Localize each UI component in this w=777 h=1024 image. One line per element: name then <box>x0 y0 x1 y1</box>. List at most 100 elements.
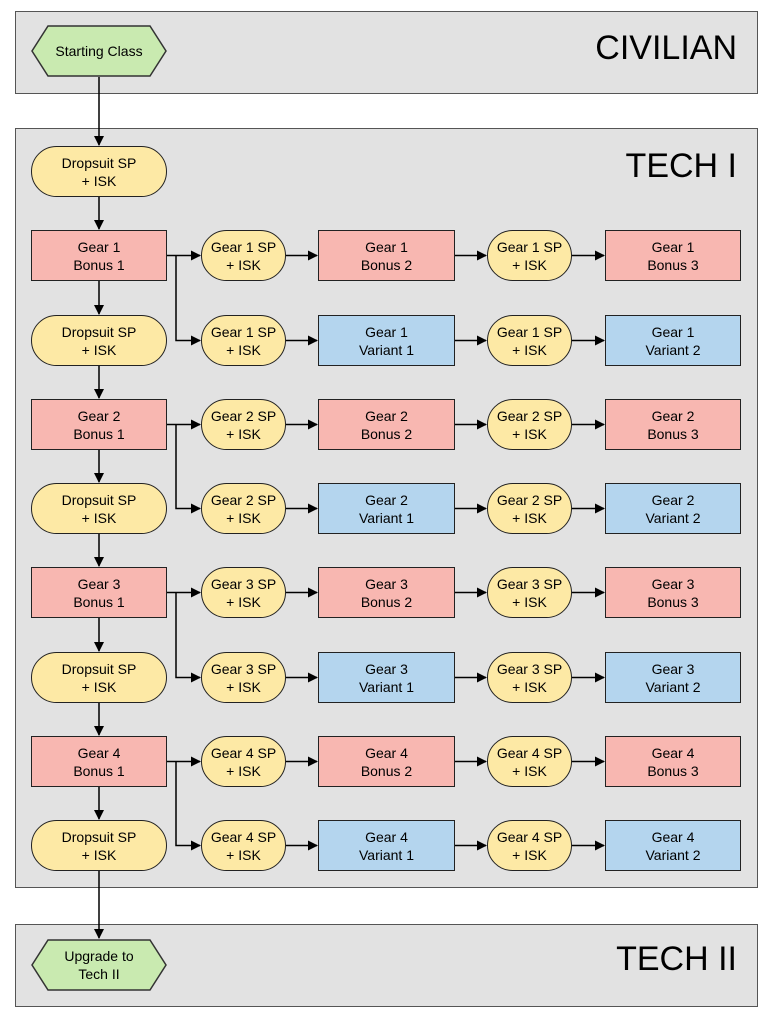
node-line1: Gear 3 <box>651 660 695 677</box>
node-line1: Gear 1 SP <box>210 238 277 255</box>
arrow-branch-to-variant-sp <box>175 592 201 683</box>
node-line2: + ISK <box>512 425 547 442</box>
upgrade-label-line2: Tech II <box>78 966 120 982</box>
node-line2: Bonus 1 <box>73 256 125 273</box>
node-line1: Gear 1 SP <box>496 238 563 255</box>
node-line2: Bonus 3 <box>647 593 699 610</box>
node-line1: Gear 2 SP <box>496 491 563 508</box>
node-line2: Bonus 3 <box>647 762 699 779</box>
node-line2: Variant 2 <box>645 341 701 358</box>
node-line2: Bonus 2 <box>360 256 413 273</box>
node-line2: Variant 1 <box>359 846 414 863</box>
arrow-branch-to-variant-sp <box>175 761 201 851</box>
node-line2: Bonus 3 <box>647 425 699 442</box>
node-line2: + ISK <box>226 678 261 695</box>
gear-sp-node: Gear 2 SP+ ISK <box>201 483 286 534</box>
node-line2: + ISK <box>226 509 261 526</box>
gear-sp-node: Gear 2 SP+ ISK <box>487 399 572 450</box>
tech2-tier-label: TECH II <box>616 940 737 978</box>
gear-sp-node: Gear 1 SP+ ISK <box>487 230 572 281</box>
dropsuit-sp-node: Dropsuit SP + ISK <box>31 146 167 197</box>
node-line2: + ISK <box>226 256 261 273</box>
node-line1: Gear 3 <box>365 660 408 677</box>
dropsuit-sp-node: Dropsuit SP+ ISK <box>31 315 167 366</box>
node-line1: Gear 2 <box>651 407 695 424</box>
node-line1: Gear 3 SP <box>496 660 563 677</box>
dropsuit-sp-node: Dropsuit SP+ ISK <box>31 483 167 534</box>
node-line2: Bonus 2 <box>360 593 413 610</box>
node-line2: + ISK <box>512 593 547 610</box>
node-line2: + ISK <box>81 172 117 189</box>
node-line2: Bonus 1 <box>73 425 125 442</box>
node-line1: Gear 2 <box>365 407 408 424</box>
gear-sp-node: Gear 1 SP+ ISK <box>201 230 286 281</box>
upgrade-node: Upgrade to Tech II <box>31 939 167 991</box>
node-line1: Gear 2 <box>651 491 695 508</box>
node-line2: Variant 1 <box>359 678 414 695</box>
node-line1: Gear 3 <box>77 575 121 592</box>
node-line2: Variant 2 <box>645 509 701 526</box>
node-line1: Gear 4 SP <box>210 744 277 761</box>
node-line2: + ISK <box>226 846 261 863</box>
node-line1: Dropsuit SP <box>61 154 137 171</box>
node-line2: + ISK <box>226 425 261 442</box>
node-line2: + ISK <box>512 341 547 358</box>
starting-class-label: Starting Class <box>55 43 143 59</box>
node-line1: Gear 1 SP <box>496 323 563 340</box>
gear-sp-node: Gear 2 SP+ ISK <box>487 483 572 534</box>
node-line2: + ISK <box>512 678 547 695</box>
arrow-branch-to-variant-sp <box>175 424 201 514</box>
node-line1: Dropsuit SP <box>61 828 137 845</box>
starting-class-node: Starting Class <box>31 25 167 77</box>
node-line2: + ISK <box>226 762 261 779</box>
node-line1: Gear 4 <box>365 828 408 845</box>
node-line2: Bonus 1 <box>73 593 125 610</box>
hexagon-shape <box>31 25 167 77</box>
node-line1: Gear 4 <box>365 744 408 761</box>
node-line1: Gear 1 <box>651 323 695 340</box>
node-line1: Dropsuit SP <box>61 323 137 340</box>
gear-sp-node: Gear 3 SP+ ISK <box>201 652 286 703</box>
node-line1: Gear 3 SP <box>496 575 563 592</box>
civilian-tier-label: CIVILIAN <box>595 29 737 67</box>
gear-sp-node: Gear 4 SP+ ISK <box>201 736 286 787</box>
node-line2: + ISK <box>81 341 117 358</box>
node-line1: Dropsuit SP <box>61 491 137 508</box>
node-line1: Gear 2 SP <box>496 407 563 424</box>
gear-sp-node: Gear 4 SP+ ISK <box>201 820 286 871</box>
node-line2: + ISK <box>512 256 547 273</box>
node-line2: Variant 1 <box>359 341 414 358</box>
node-line1: Gear 4 <box>651 828 695 845</box>
node-line2: Variant 1 <box>359 509 414 526</box>
node-line1: Gear 3 SP <box>210 660 277 677</box>
node-line1: Gear 2 SP <box>210 407 277 424</box>
node-line2: + ISK <box>81 678 117 695</box>
node-line2: Bonus 3 <box>647 256 699 273</box>
node-line1: Gear 4 <box>77 744 121 761</box>
gear-sp-node: Gear 4 SP+ ISK <box>487 736 572 787</box>
upgrade-label-line1: Upgrade to <box>64 948 134 964</box>
node-line1: Gear 4 SP <box>496 744 563 761</box>
node-line1: Gear 2 <box>77 407 121 424</box>
node-line2: Variant 2 <box>645 678 701 695</box>
node-line2: + ISK <box>81 846 117 863</box>
hexagon-shape <box>31 939 167 991</box>
node-line1: Gear 2 <box>365 491 408 508</box>
dropsuit-sp-node: Dropsuit SP+ ISK <box>31 652 167 703</box>
node-line1: Gear 1 <box>651 238 695 255</box>
dropsuit-sp-node: Dropsuit SP+ ISK <box>31 820 167 871</box>
node-line2: Bonus 2 <box>360 762 413 779</box>
